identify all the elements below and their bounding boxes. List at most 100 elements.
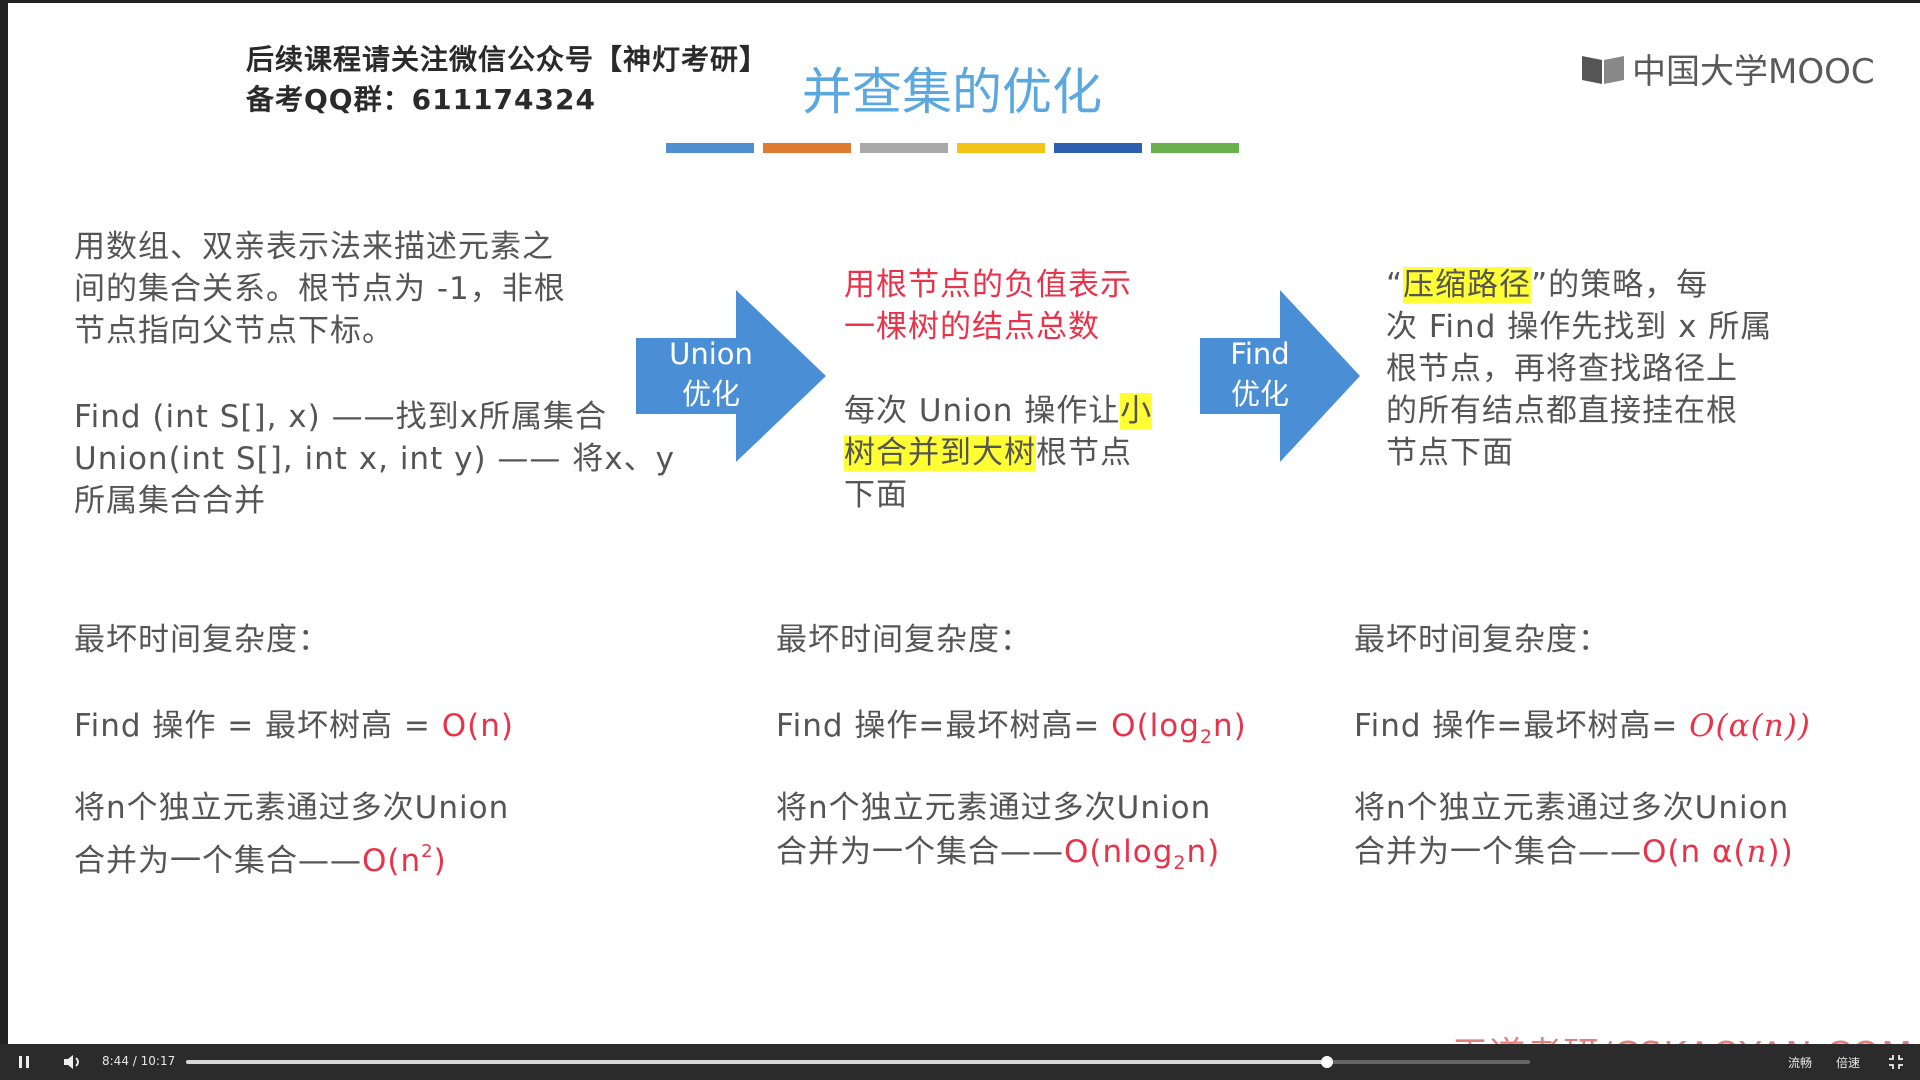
pause-icon[interactable] xyxy=(16,1054,32,1070)
complexity-heading: 最坏时间复杂度： xyxy=(74,622,330,658)
watermark: 后续课程请关注微信公众号【神灯考研】 备考QQ群：611174324 xyxy=(246,40,768,120)
highlight-path-compression: 压缩路径 xyxy=(1403,267,1532,303)
color-bar xyxy=(666,143,754,153)
frame-edge-top xyxy=(0,0,1920,3)
arrow-label-line: Find xyxy=(1230,337,1290,371)
union-complexity-col2: 将n个独立元素通过多次Union 合并为一个集合——O(nlog2n) xyxy=(776,786,1220,885)
color-bar xyxy=(1054,143,1142,153)
find-optimization-arrow: Find 优化 xyxy=(1200,290,1360,466)
right-line: 的所有结点都直接挂在根 xyxy=(1386,393,1738,429)
find-complexity-label: Find 操作=最坏树高= xyxy=(776,708,1112,744)
value-part: O(n xyxy=(362,843,422,879)
find-complexity-value: O(α(n)) xyxy=(1689,708,1811,744)
union-complexity-line: 将n个独立元素通过多次Union xyxy=(74,790,510,826)
union-complexity-line: 合并为一个集合——O(n2) xyxy=(74,830,509,883)
quality-button[interactable]: 流畅 xyxy=(1788,1056,1813,1070)
color-bar xyxy=(957,143,1045,153)
right-line: 次 Find 操作先找到 x 所属 xyxy=(1386,309,1773,345)
find-complexity-value: O(n) xyxy=(441,708,514,744)
logo-text: 中国大学MOOC xyxy=(1632,52,1875,92)
value-part: O(log xyxy=(1111,708,1200,744)
union-complexity-value: O(n α(n)) xyxy=(1642,834,1794,870)
value-part: O(α( xyxy=(1689,708,1764,744)
find-complexity-label: Find 操作=最坏树高= xyxy=(1354,708,1690,744)
time-current: 8:44 xyxy=(102,1054,129,1068)
union-complexity-col3: 将n个独立元素通过多次Union 合并为一个集合——O(n α(n)) xyxy=(1354,786,1794,874)
lecture-slide: 后续课程请关注微信公众号【神灯考研】 备考QQ群：611174324 并查集的优… xyxy=(0,0,1920,1044)
union-complexity-label: 合并为一个集合—— xyxy=(1354,834,1642,870)
left-line: 用数组、双亲表示法来描述元素之 xyxy=(74,229,554,265)
arrow-label-line: 优化 xyxy=(1230,377,1289,411)
arrow-label-line: 优化 xyxy=(681,377,740,411)
find-complexity-label: Find 操作 = 最坏树高 = xyxy=(74,708,442,744)
time-separator: / xyxy=(132,1054,137,1068)
complexity-heading: 最坏时间复杂度： xyxy=(776,622,1032,658)
left-line: 节点指向父节点下标。 xyxy=(74,313,394,349)
time-total: 10:17 xyxy=(140,1054,176,1068)
watermark-line-1: 后续课程请关注微信公众号【神灯考研】 xyxy=(246,43,769,76)
union-complexity-line: 合并为一个集合——O(n α(n)) xyxy=(1354,830,1794,874)
middle-description: 每次 Union 操作让小 树合并到大树根节点 下面 xyxy=(844,390,1153,516)
value-part: n) xyxy=(1213,708,1247,744)
find-arrow-label: Find 优化 xyxy=(1200,334,1320,414)
value-part: ) xyxy=(433,843,447,879)
union-arrow-label: Union 优化 xyxy=(636,334,786,414)
highlight-merge: 树合并到大树 xyxy=(844,435,1036,471)
left-line: 间的集合关系。根节点为 -1，非根 xyxy=(74,271,566,307)
middle-line: 下面 xyxy=(844,477,908,513)
union-optimization-arrow: Union 优化 xyxy=(636,290,826,466)
find-complexity-value: O(log2n) xyxy=(1111,708,1247,748)
middle-red-line: 用根节点的负值表示 xyxy=(844,267,1132,303)
find-complexity-col1: Find 操作 = 最坏树高 = O(n) xyxy=(74,700,514,745)
time-display: 8:44 / 10:17 xyxy=(102,1054,175,1068)
slide-title: 并查集的优化 xyxy=(802,63,1102,121)
value-part: n) xyxy=(1186,834,1221,870)
value-subscript: 2 xyxy=(1173,852,1187,874)
color-bar xyxy=(763,143,851,153)
union-signature-cont: 所属集合合并 xyxy=(74,483,266,519)
color-bars xyxy=(666,143,1239,153)
right-arrow-icon xyxy=(1200,290,1360,462)
value-part: )) xyxy=(1784,708,1811,744)
middle-line: 树合并到大树根节点 xyxy=(844,432,1152,474)
left-operations: Find (int S[], x) ——找到x所属集合 Union(int S[… xyxy=(74,396,675,522)
complexity-heading: 最坏时间复杂度： xyxy=(1354,622,1610,658)
highlight-small: 小 xyxy=(1120,393,1153,429)
union-complexity-value: O(nlog2n) xyxy=(1064,834,1221,874)
progress-knob[interactable] xyxy=(1321,1056,1334,1068)
find-complexity-col2: Find 操作=最坏树高= O(log2n) xyxy=(776,700,1247,748)
progress-bar[interactable] xyxy=(186,1056,1530,1068)
value-subscript: 2 xyxy=(1199,726,1214,748)
frame-edge-left xyxy=(0,0,8,1044)
value-superscript: 2 xyxy=(421,841,434,862)
union-complexity-line: 合并为一个集合——O(nlog2n) xyxy=(776,830,1220,885)
union-signature: Union(int S[], int x, int y) —— 将x、y xyxy=(74,441,675,477)
value-part: n xyxy=(1746,834,1768,870)
watermark-line-2: 备考QQ群：611174324 xyxy=(246,83,596,116)
union-complexity-value: O(n2) xyxy=(362,841,447,879)
value-part: )) xyxy=(1767,834,1794,870)
middle-text: 每次 Union 操作让 xyxy=(844,393,1121,429)
middle-red-line: 一棵树的结点总数 xyxy=(844,309,1100,345)
arrow-label-line: Union xyxy=(669,337,753,371)
union-complexity-label: 合并为一个集合—— xyxy=(776,834,1064,870)
player-control-bar: 8:44 / 10:17 流畅 倍速 xyxy=(0,1044,1920,1080)
color-bar xyxy=(1151,143,1239,153)
value-part: O(n α( xyxy=(1642,834,1747,870)
color-bar xyxy=(860,143,948,153)
exit-fullscreen-icon[interactable] xyxy=(1888,1054,1904,1070)
value-part: n xyxy=(1763,708,1785,744)
union-complexity-col1: 将n个独立元素通过多次Union 合并为一个集合——O(n2) xyxy=(74,786,509,883)
middle-line: 每次 Union 操作让小 xyxy=(844,390,1153,432)
find-complexity-col3: Find 操作=最坏树高= O(α(n)) xyxy=(1354,700,1811,745)
union-complexity-line: 将n个独立元素通过多次Union xyxy=(1354,790,1790,826)
union-complexity-line: 将n个独立元素通过多次Union xyxy=(776,790,1212,826)
left-description: 用数组、双亲表示法来描述元素之 间的集合关系。根节点为 -1，非根 节点指向父节… xyxy=(74,226,566,352)
find-signature: Find (int S[], x) ——找到x所属集合 xyxy=(74,399,607,435)
quote-open: “ xyxy=(1386,267,1404,303)
right-line: 根节点，再将查找路径上 xyxy=(1386,351,1738,387)
speed-button[interactable]: 倍速 xyxy=(1836,1056,1861,1070)
volume-icon[interactable] xyxy=(62,1054,82,1070)
right-line: “压缩路径”的策略，每 xyxy=(1386,264,1772,306)
